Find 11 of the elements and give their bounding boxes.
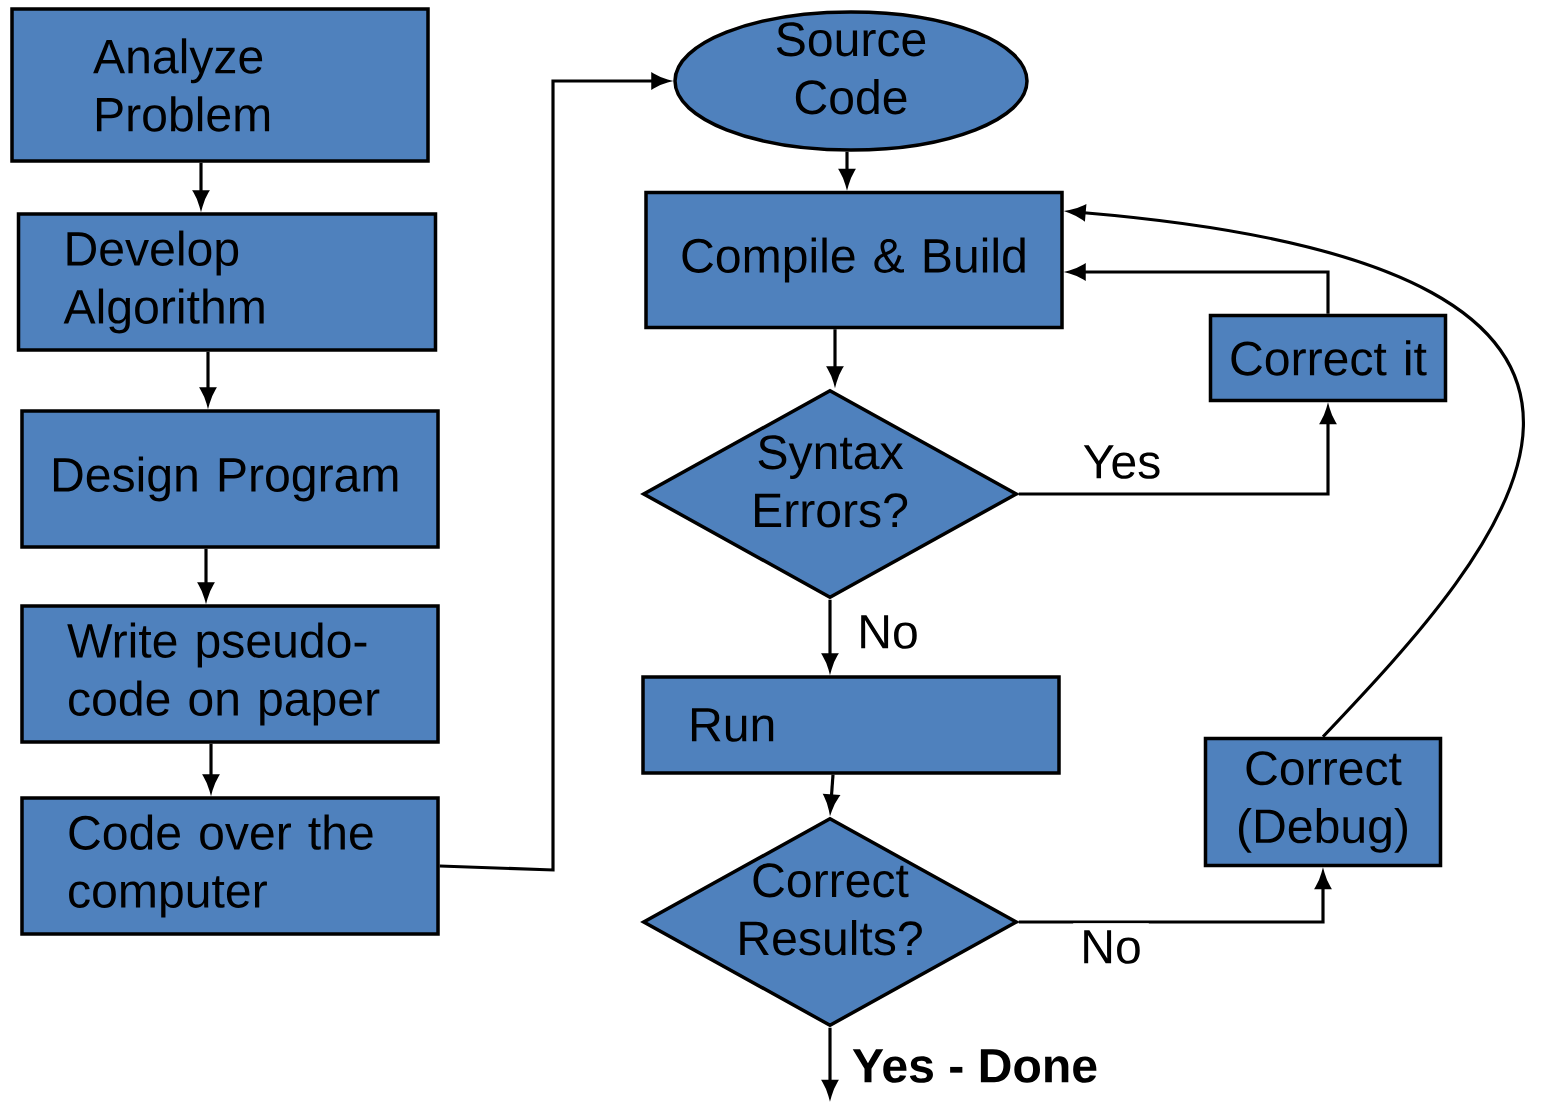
process-box: Compile & Build <box>644 190 1064 330</box>
process-box: Develop Algorithm <box>16 212 438 352</box>
process-box: Analyze Problem <box>10 7 430 163</box>
process-box: Design Program <box>20 409 440 549</box>
process-box: Correct (Debug) <box>1203 736 1443 868</box>
process-box: Write pseudo-code on paper <box>20 604 440 744</box>
process-box: Run <box>641 675 1061 775</box>
edge-label: No <box>1073 923 1149 971</box>
process-box: Code over the computer <box>20 796 440 936</box>
edge-label: No <box>850 608 926 656</box>
edge-label: Yes - Done <box>844 1042 1106 1090</box>
